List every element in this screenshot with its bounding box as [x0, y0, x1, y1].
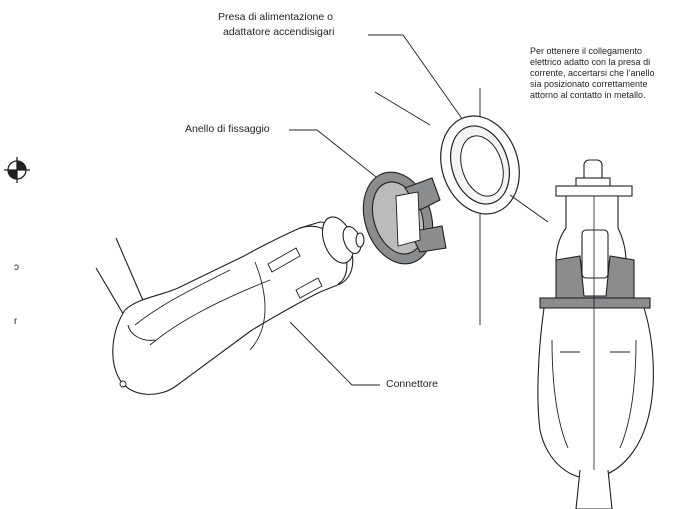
power-socket-ring — [440, 115, 549, 223]
note-line-1: Per ottenere il collegamento — [530, 46, 643, 56]
guide-line-1 — [374, 91, 431, 126]
connector-plug — [95, 216, 365, 395]
edge-fragment-2: r — [14, 316, 18, 327]
leader-power-socket — [368, 34, 471, 131]
leader-fixing-ring — [289, 129, 406, 201]
label-power-socket-line1: Presa di alimentazione o — [218, 11, 333, 23]
note-line-3: corrente, accertarsi che l’anello — [530, 68, 655, 78]
edge-fragment-1: ɔ — [14, 262, 19, 273]
note-line-4: sia posizionato correttamente — [530, 79, 648, 89]
note-line-5: attorno al contatto in metallo. — [530, 90, 646, 100]
note-line-2: elettrico adatto con la presa di — [530, 57, 651, 67]
registration-mark-icon — [4, 157, 30, 183]
leader-connector — [289, 321, 380, 386]
fixing-ring — [362, 171, 447, 265]
label-connector: Connettore — [386, 378, 438, 390]
connector-assembled — [537, 159, 654, 509]
label-fixing-ring: Anello di fissaggio — [185, 123, 270, 135]
label-power-socket-line2: adattatore accendisigari — [223, 26, 335, 38]
